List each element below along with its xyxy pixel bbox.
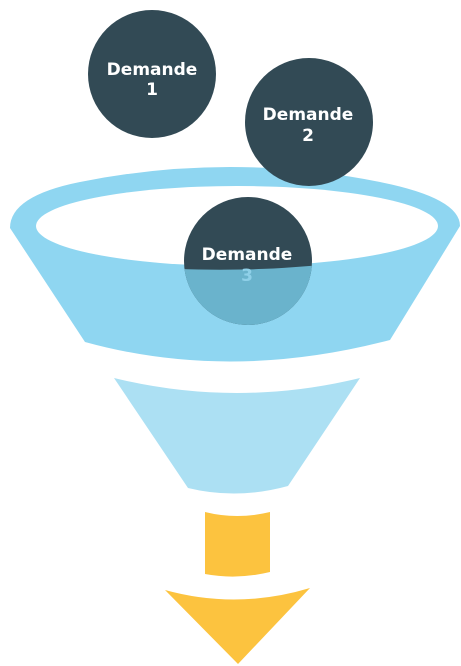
bubble-label-line2: 1 [146, 80, 158, 100]
funnel-middle-section [114, 378, 360, 494]
bubble-label-line1: Demande [107, 60, 198, 80]
bubble-circle [88, 10, 216, 138]
demand-bubble-1: Demande 1 [88, 10, 216, 138]
bubble-label-line1: Demande [263, 105, 354, 125]
demand-bubble-2: Demande 2 [245, 58, 373, 186]
bubble-circle [245, 58, 373, 186]
funnel-arrow [165, 588, 310, 664]
bubble-label-line2: 2 [302, 126, 314, 146]
bubble-label-line1: Demande [202, 245, 293, 265]
demand-bubble-3: Demande 3 [184, 197, 312, 325]
bubble-label-line2: 3 [241, 266, 253, 286]
funnel-spout [205, 512, 270, 577]
